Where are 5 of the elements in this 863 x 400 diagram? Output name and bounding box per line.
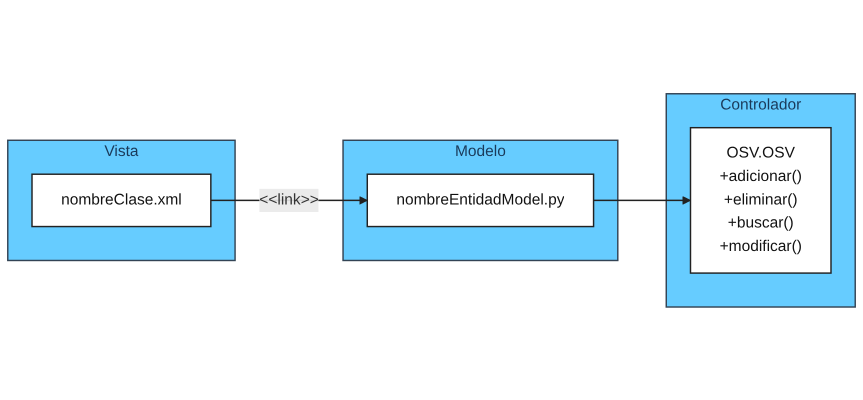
node-box: OSV.OSV +adicionar() +eliminar() +buscar() +modificar() xyxy=(690,126,832,274)
edge-label: <<link>> xyxy=(259,191,319,208)
node-box: nombreClase.xml xyxy=(31,173,212,227)
node-box: nombreEntidadModel.py xyxy=(366,173,594,227)
arrow xyxy=(594,196,691,204)
